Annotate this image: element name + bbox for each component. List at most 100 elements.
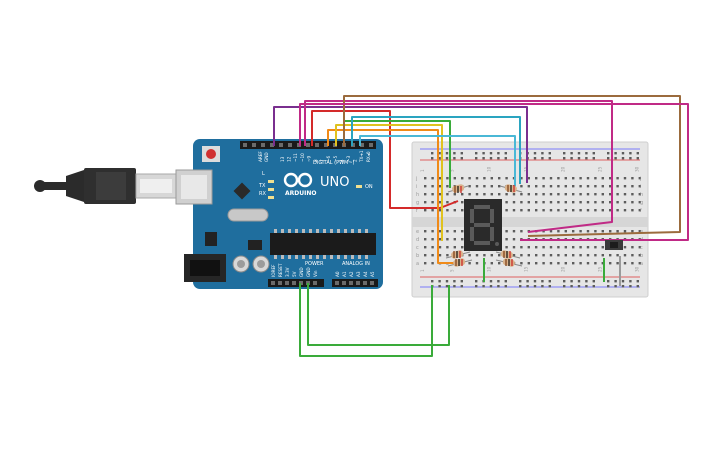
wire-purple[interactable]: [273, 106, 528, 183]
breadboard-hole[interactable]: [585, 152, 588, 155]
breadboard-hole[interactable]: [594, 246, 597, 249]
breadboard-hole[interactable]: [557, 246, 560, 249]
breadboard-hole[interactable]: [504, 280, 507, 283]
breadboard-hole[interactable]: [498, 185, 501, 188]
breadboard-hole[interactable]: [490, 177, 493, 180]
breadboard-hole[interactable]: [446, 238, 449, 241]
breadboard-hole[interactable]: [453, 152, 456, 155]
breadboard-hole[interactable]: [468, 254, 471, 257]
breadboard-hole[interactable]: [542, 246, 545, 249]
breadboard-hole[interactable]: [461, 246, 464, 249]
breadboard-hole[interactable]: [438, 280, 441, 283]
breadboard-hole[interactable]: [527, 262, 530, 265]
breadboard-hole[interactable]: [549, 246, 553, 249]
breadboard-hole[interactable]: [431, 280, 434, 283]
breadboard-hole[interactable]: [483, 254, 486, 257]
breadboard-hole[interactable]: [520, 262, 523, 265]
breadboard-hole[interactable]: [549, 193, 553, 196]
breadboard-hole[interactable]: [623, 177, 627, 180]
breadboard-hole[interactable]: [498, 177, 501, 180]
breadboard-hole[interactable]: [483, 193, 486, 196]
breadboard-hole[interactable]: [438, 209, 442, 212]
breadboard-hole[interactable]: [453, 238, 456, 241]
breadboard-hole[interactable]: [563, 285, 566, 288]
breadboard-hole[interactable]: [482, 157, 485, 160]
breadboard-hole[interactable]: [460, 280, 463, 283]
breadboard-hole[interactable]: [445, 152, 449, 155]
breadboard-hole[interactable]: [504, 157, 507, 160]
breadboard-hole[interactable]: [638, 209, 641, 212]
breadboard-hole[interactable]: [424, 185, 427, 188]
breadboard-hole[interactable]: [475, 262, 479, 265]
breadboard-hole[interactable]: [505, 201, 508, 204]
resistor[interactable]: [447, 184, 469, 194]
breadboard-hole[interactable]: [490, 185, 493, 188]
breadboard-hole[interactable]: [579, 262, 582, 265]
breadboard-hole[interactable]: [461, 209, 464, 212]
breadboard-hole[interactable]: [549, 201, 553, 204]
breadboard-hole[interactable]: [541, 152, 544, 155]
breadboard-hole[interactable]: [638, 230, 641, 233]
breadboard-hole[interactable]: [585, 157, 588, 160]
breadboard-hole[interactable]: [577, 157, 581, 160]
breadboard-hole[interactable]: [527, 254, 530, 257]
breadboard-hole[interactable]: [594, 185, 597, 188]
breadboard-hole[interactable]: [616, 193, 619, 196]
breadboard-hole[interactable]: [586, 262, 590, 265]
breadboard-hole[interactable]: [497, 157, 500, 160]
breadboard-hole[interactable]: [579, 230, 582, 233]
breadboard-hole[interactable]: [438, 238, 442, 241]
breadboard-hole[interactable]: [505, 177, 508, 180]
breadboard-hole[interactable]: [490, 254, 493, 257]
breadboard-hole[interactable]: [527, 201, 530, 204]
breadboard-hole[interactable]: [512, 246, 516, 249]
breadboard-hole[interactable]: [446, 254, 449, 257]
breadboard-hole[interactable]: [592, 157, 595, 160]
breadboard-hole[interactable]: [475, 280, 478, 283]
breadboard-hole[interactable]: [489, 285, 493, 288]
breadboard-hole[interactable]: [614, 157, 617, 160]
breadboard-hole[interactable]: [542, 209, 545, 212]
breadboard-hole[interactable]: [638, 254, 641, 257]
breadboard-hole[interactable]: [533, 280, 537, 283]
breadboard-hole[interactable]: [526, 280, 529, 283]
breadboard-hole[interactable]: [548, 285, 551, 288]
breadboard-hole[interactable]: [424, 201, 427, 204]
breadboard-hole[interactable]: [564, 193, 567, 196]
wire-gnd-a[interactable]: [299, 283, 433, 357]
breadboard-hole[interactable]: [636, 157, 639, 160]
breadboard-hole[interactable]: [609, 185, 612, 188]
breadboard-hole[interactable]: [431, 157, 434, 160]
breadboard-hole[interactable]: [527, 177, 530, 180]
breadboard-hole[interactable]: [475, 152, 478, 155]
breadboard-hole[interactable]: [431, 246, 434, 249]
breadboard-hole[interactable]: [519, 280, 522, 283]
breadboard-hole[interactable]: [542, 230, 545, 233]
breadboard-hole[interactable]: [614, 152, 617, 155]
breadboard-hole[interactable]: [564, 230, 567, 233]
breadboard-hole[interactable]: [609, 209, 612, 212]
breadboard-hole[interactable]: [570, 152, 573, 155]
breadboard-hole[interactable]: [475, 254, 479, 257]
breadboard-hole[interactable]: [557, 193, 560, 196]
breadboard-hole[interactable]: [453, 246, 456, 249]
breadboard-hole[interactable]: [520, 193, 523, 196]
breadboard-hole[interactable]: [498, 193, 501, 196]
breadboard-hole[interactable]: [489, 152, 493, 155]
breadboard-hole[interactable]: [431, 230, 434, 233]
breadboard-hole[interactable]: [563, 157, 566, 160]
breadboard-hole[interactable]: [542, 193, 545, 196]
breadboard-hole[interactable]: [577, 152, 581, 155]
breadboard-hole[interactable]: [533, 157, 537, 160]
breadboard-hole[interactable]: [498, 254, 501, 257]
breadboard-hole[interactable]: [609, 230, 612, 233]
breadboard-hole[interactable]: [570, 157, 573, 160]
breadboard-hole[interactable]: [601, 262, 604, 265]
breadboard-hole[interactable]: [607, 285, 610, 288]
breadboard-hole[interactable]: [629, 157, 632, 160]
breadboard-hole[interactable]: [601, 193, 604, 196]
breadboard-hole[interactable]: [438, 177, 442, 180]
breadboard-hole[interactable]: [594, 254, 597, 257]
breadboard-hole[interactable]: [631, 230, 634, 233]
breadboard-hole[interactable]: [601, 177, 604, 180]
